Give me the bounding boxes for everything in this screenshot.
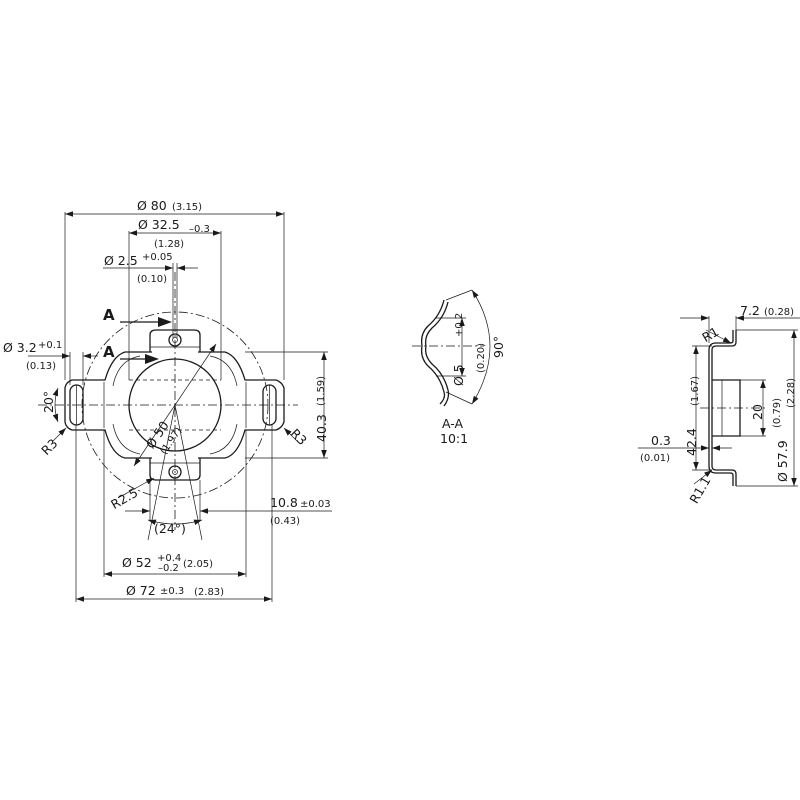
dim-dia-72: Ø 72 (126, 583, 156, 598)
dim-dia-52-inch: (2.05) (183, 559, 213, 570)
dim-dia-2-5-inch: (0.10) (137, 274, 167, 285)
dim-height-40-3-inch: (1.59) (316, 376, 327, 406)
side-view: 7.2 (0.28) R1 42.4 (1.67) 20 (0.79) Ø 57… (638, 303, 800, 506)
dim-dia-57-9-inch: (2.28) (786, 378, 797, 408)
dim-dia-2-5-tol: +0.05 (142, 252, 173, 263)
top-tab (149, 329, 201, 352)
dim-dia-80-inch: (3.15) (172, 202, 202, 213)
dim-thickness-0-3: 0.3 (651, 433, 671, 448)
dim-width-7-2-inch: (0.28) (764, 307, 794, 318)
front-view: Ø 80 (3.15) Ø 32.5 –0.3 (1.28) Ø 2.5 +0.… (3, 198, 332, 602)
dim-dia-3-2-tol: +0.1 (38, 340, 62, 351)
dim-dia-80: Ø 80 (137, 198, 167, 213)
section-profile (420, 299, 446, 405)
dim-dia-5-tol: +0.2 (454, 313, 465, 337)
bolt-circle (81, 311, 269, 499)
dim-dia-32-5-inch: (1.28) (154, 239, 184, 250)
dim-height-42-4-inch: (1.67) (690, 376, 701, 406)
dim-width-10-8-tol: ±0.03 (300, 499, 331, 510)
dim-dia-52-tol-up: +0.4 (157, 553, 181, 564)
dim-width-7-2: 7.2 (740, 303, 760, 318)
dim-dia-52: Ø 52 (122, 555, 152, 570)
dim-height-42-4: 42.4 (684, 428, 699, 456)
dim-dia-32-5: Ø 32.5 (138, 217, 180, 232)
flange-plate-outline (64, 351, 285, 459)
dim-dia-57-9: Ø 57.9 (775, 440, 790, 482)
bottom-tab-hole (168, 465, 182, 479)
dim-angle-90: 90° (491, 336, 506, 358)
dim-width-10-8: 10.8 (270, 495, 298, 510)
dim-dia-32-5-tol: –0.3 (189, 224, 210, 235)
bottom-tab (149, 458, 201, 481)
dim-width-10-8-inch: (0.43) (270, 516, 300, 527)
dim-dia-52-tol-dn: –0.2 (158, 563, 179, 574)
dim-angle-24: (24°) (154, 521, 186, 536)
dim-dia-72-inch: (2.83) (194, 587, 224, 598)
dim-height-20: 20 (750, 404, 765, 420)
dim-dia-3-2: Ø 3.2 (3, 340, 37, 355)
section-mark-a-lower: A (103, 343, 115, 361)
dim-dia-5: Ø 5 (451, 364, 466, 386)
dim-radius-r2-5: R2.5 (108, 485, 140, 512)
dim-dia-2-5: Ø 2.5 (104, 253, 138, 268)
dim-radius-r3-left: R3 (38, 436, 60, 458)
section-view-a-a: Ø 5 +0.2 (0.20) 90° A-A 10:1 (412, 289, 506, 446)
dim-dia-3-2-inch: (0.13) (26, 361, 56, 372)
section-mark-a-upper: A (103, 306, 115, 324)
dim-height-20-inch: (0.79) (772, 398, 783, 428)
dim-radius-r3-right: R3 (288, 426, 310, 448)
dim-angle-20: 20° (41, 391, 56, 413)
side-profile (711, 330, 741, 486)
section-label: A-A (442, 416, 464, 431)
dim-dia-72-tol: ±0.3 (160, 586, 184, 597)
dim-dia-5-inch: (0.20) (476, 343, 487, 373)
section-scale: 10:1 (440, 431, 468, 446)
dim-height-40-3: 40.3 (314, 414, 329, 442)
dim-thickness-0-3-inch: (0.01) (640, 453, 670, 464)
dim-radius-r1-1: R1.1 (686, 474, 713, 506)
dim-radius-r1: R1 (699, 324, 721, 345)
